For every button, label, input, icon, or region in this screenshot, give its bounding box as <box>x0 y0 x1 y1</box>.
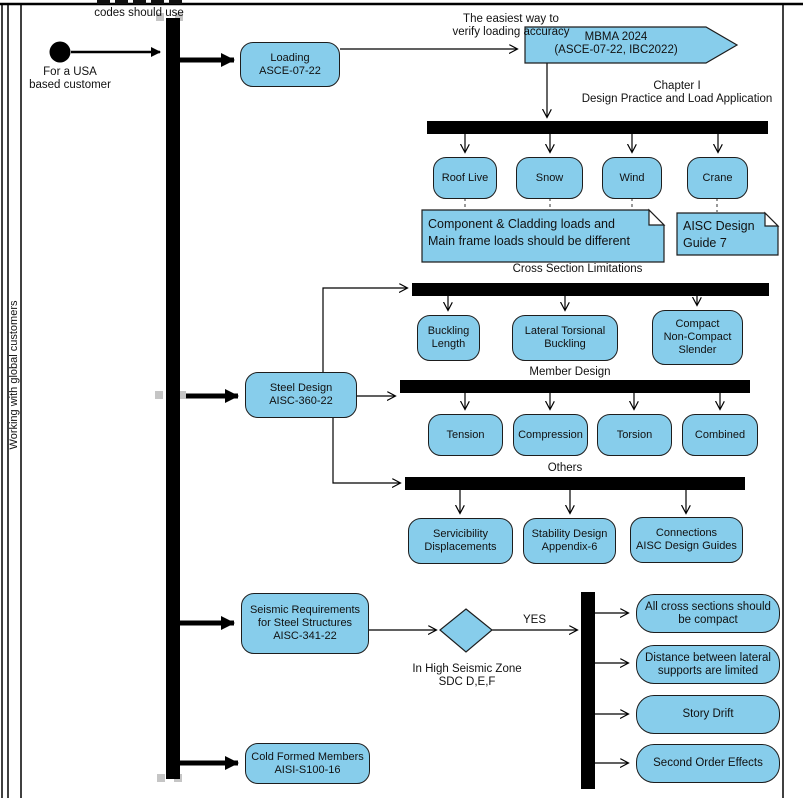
edge-label-easiest-way: The easiest way to verify loading accura… <box>452 13 570 38</box>
decision-diamond-seismic[interactable] <box>439 608 493 653</box>
fork-out-edges <box>180 53 239 770</box>
clipped-text-line <box>97 0 183 4</box>
activity-crane[interactable]: Crane <box>687 157 748 199</box>
activity-steel-design[interactable]: Steel Design AISC-360-22 <box>245 372 357 418</box>
selection-handle[interactable] <box>178 391 186 399</box>
cross-section-fork-bar[interactable] <box>412 283 769 296</box>
activity-all-cross-sections-compact[interactable]: All cross sections should be compact <box>636 594 780 633</box>
activity-compact-noncompact-slender[interactable]: Compact Non-Compact Slender <box>652 310 743 365</box>
main-fork-bar[interactable] <box>166 18 180 779</box>
activity-story-drift[interactable]: Story Drift <box>636 695 780 734</box>
initial-node-label: For a USA based customer <box>29 66 111 91</box>
activity-loading[interactable]: Loading ASCE-07-22 <box>240 42 340 87</box>
activity-torsion[interactable]: Torsion <box>597 414 672 456</box>
activity-seismic-requirements[interactable]: Seismic Requirements for Steel Structure… <box>241 593 369 654</box>
activity-buckling-length[interactable]: Buckling Length <box>417 315 480 361</box>
thin-edges <box>322 49 720 763</box>
selection-handle[interactable] <box>175 13 183 21</box>
activity-snow[interactable]: Snow <box>516 157 583 199</box>
note-text-cladding: Component & Cladding loads and Main fram… <box>428 217 630 248</box>
loads-fork-bar[interactable] <box>427 121 768 134</box>
note-fold-aisc-guide <box>764 211 780 227</box>
label-member-design: Member Design <box>529 366 611 378</box>
top-note-label: codes should use <box>94 7 184 19</box>
selection-handle[interactable] <box>157 774 165 782</box>
activity-second-order-effects[interactable]: Second Order Effects <box>636 744 780 783</box>
note-anchor-lines <box>464 198 718 212</box>
activity-serviceability-displacements[interactable]: Servicibility Displacements <box>408 518 513 564</box>
activity-roof-live[interactable]: Roof Live <box>433 157 497 199</box>
seismic-fork-bar[interactable] <box>581 592 595 789</box>
member-design-fork-bar[interactable] <box>400 380 750 393</box>
label-yes: YES <box>522 614 546 626</box>
activity-compression[interactable]: Compression <box>513 414 588 456</box>
initial-node[interactable] <box>49 41 71 63</box>
label-others: Others <box>547 462 583 474</box>
label-chapter: Chapter I Design Practice and Load Appli… <box>581 80 773 105</box>
selection-handle[interactable] <box>156 13 164 21</box>
signal-shape-mbma[interactable] <box>524 26 739 64</box>
activity-connections[interactable]: Connections AISC Design Guides <box>630 517 743 563</box>
activity-tension[interactable]: Tension <box>428 414 503 456</box>
note-fold-cladding <box>648 208 666 226</box>
activity-wind[interactable]: Wind <box>602 157 662 199</box>
partition-label: Working with global customers <box>8 300 20 450</box>
note-text-aisc-guide: AISC Design Guide 7 <box>683 219 755 250</box>
note-shape-cladding[interactable] <box>421 209 665 263</box>
activity-cold-formed[interactable]: Cold Formed Members AISI-S100-16 <box>245 743 370 784</box>
label-high-seismic-zone: In High Seismic Zone SDC D,E,F <box>412 663 522 688</box>
activity-stability-design[interactable]: Stability Design Appendix-6 <box>523 518 616 564</box>
activity-combined[interactable]: Combined <box>682 414 758 456</box>
activity-lateral-supports-limited[interactable]: Distance between lateral supports are li… <box>636 645 780 684</box>
note-shape-aisc-guide[interactable] <box>676 212 779 256</box>
label-cross-section-limitations: Cross Section Limitations <box>512 263 643 275</box>
others-fork-bar[interactable] <box>405 477 745 490</box>
selection-handle[interactable] <box>155 391 163 399</box>
signal-label-mbma: MBMA 2024 (ASCE-07-22, IBC2022) <box>554 31 678 56</box>
activity-lateral-torsional-buckling[interactable]: Lateral Torsional Buckling <box>512 315 618 361</box>
